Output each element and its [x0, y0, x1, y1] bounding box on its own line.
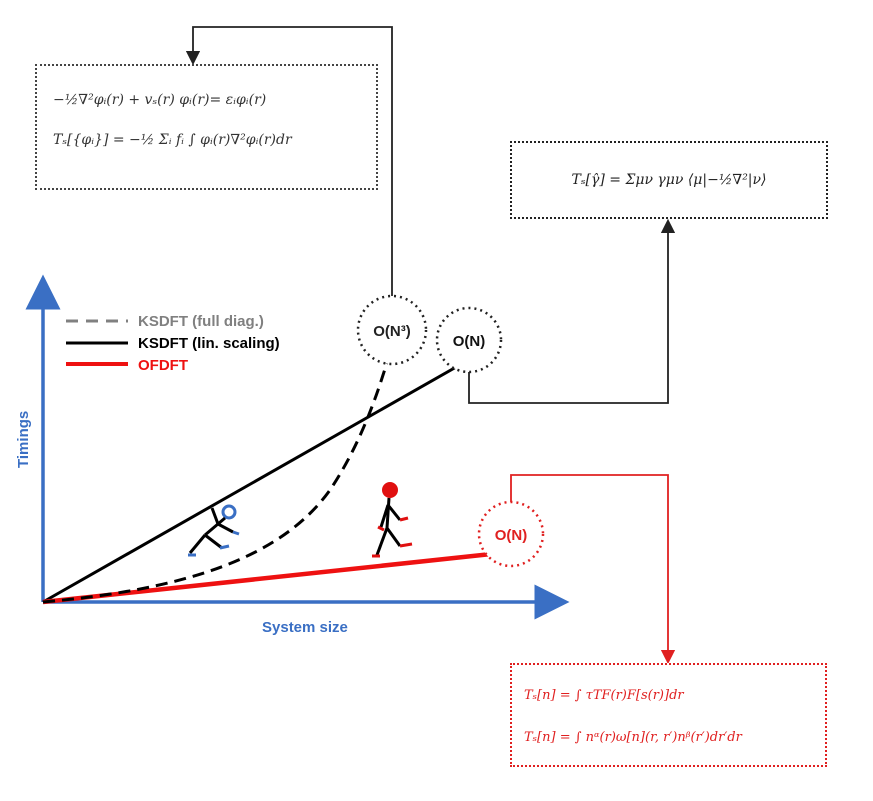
ofdft-equations-box: Tₛ[n] = ∫ τTF(r)F[s(r)]dr Tₛ[n] = ∫ nᵅ(r…: [510, 663, 827, 767]
connector-ks-lin: [468, 218, 676, 404]
ofdft-line: [42, 549, 511, 605]
ks-lin-line: [42, 356, 473, 604]
y-axis-label: Timings: [15, 411, 32, 468]
x-axis-label: System size: [262, 619, 348, 636]
ks-equation-line-2: Tₛ[{φᵢ}] = −½ Σᵢ fᵢ ∫ φᵢ(r)∇²φᵢ(r)dr: [53, 132, 292, 148]
fallen-stick-figure: [188, 504, 240, 557]
legend-label-ks-lin: KSDFT (lin. scaling): [138, 335, 280, 352]
circle-ks-full: [356, 294, 428, 366]
ofdft-equation-line-2: Tₛ[n] = ∫ nᵅ(r)ω[n](r, r′)nᵝ(r′)dr′dr: [524, 730, 742, 745]
ks-equations-box: −½∇²φᵢ(r) + vₛ(r) φᵢ(r)= εᵢφᵢ(r) Tₛ[{φᵢ}…: [35, 64, 378, 190]
ks-equation-line-1: −½∇²φᵢ(r) + vₛ(r) φᵢ(r)= εᵢφᵢ(r): [53, 92, 267, 108]
connector-of: [510, 474, 676, 665]
walking-stick-figure: [372, 482, 413, 558]
circle-ks-lin-label: O(N): [453, 333, 486, 350]
ks-full-curve: [42, 344, 394, 604]
lin-scaling-equation: Tₛ[γ̂] = Σμν γμν ⟨μ|−½∇²|ν⟩: [571, 172, 767, 188]
legend-label-ks-full: KSDFT (full diag.): [138, 313, 264, 330]
circle-ks-full-label: O(N³): [373, 323, 411, 340]
connector-ks-full: [185, 26, 393, 296]
ofdft-equation-line-1: Tₛ[n] = ∫ τTF(r)F[s(r)]dr: [524, 688, 684, 703]
lin-scaling-equation-box: Tₛ[γ̂] = Σμν γμν ⟨μ|−½∇²|ν⟩: [510, 141, 828, 219]
circle-of-label: O(N): [495, 527, 528, 544]
legend-label-ofdft: OFDFT: [138, 357, 188, 374]
circle-ks-lin: [435, 306, 503, 374]
